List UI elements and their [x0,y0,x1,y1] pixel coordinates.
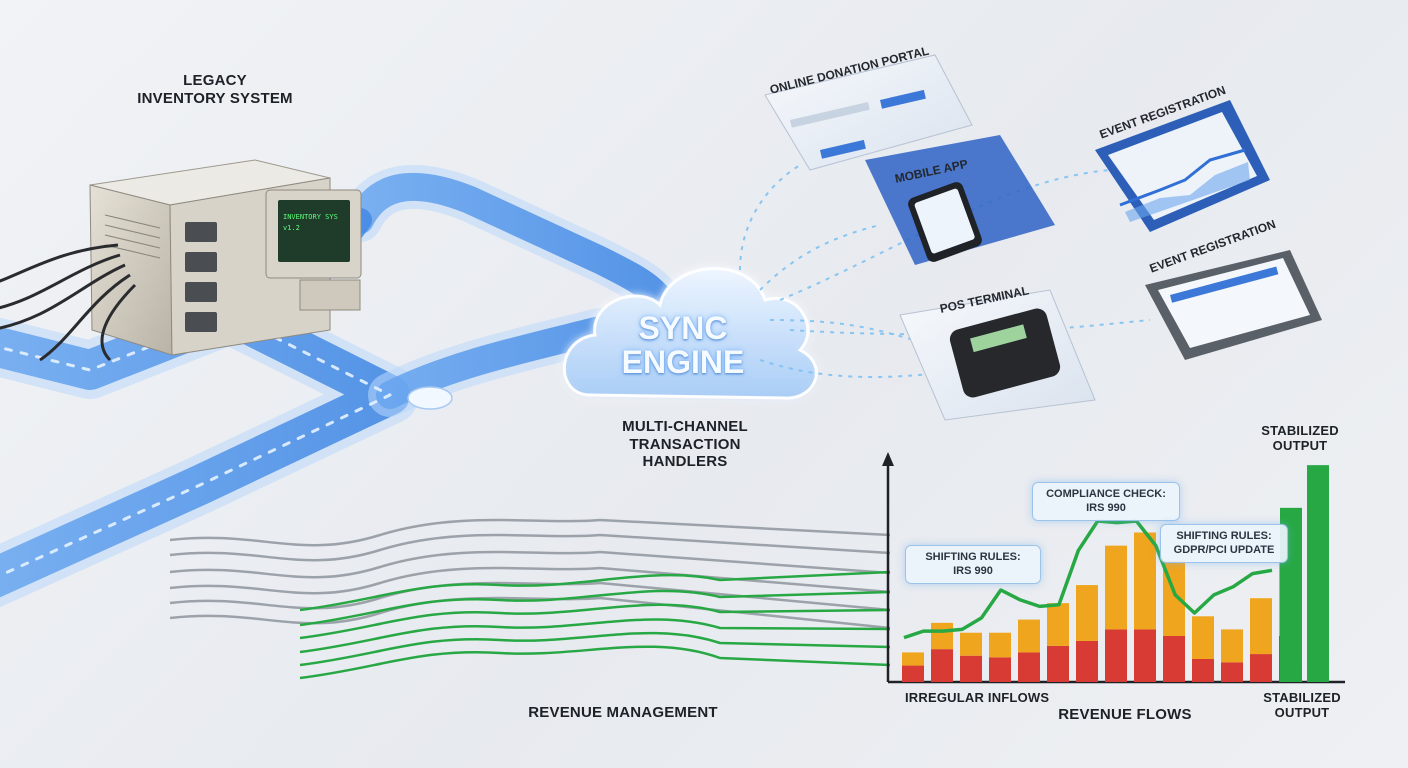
multi-label-line3: Handlers [642,453,728,471]
bar-red-7 [1076,640,1098,682]
channel-mobile-app [865,135,1055,265]
channel-event-registration-top [1095,100,1270,232]
sync-engine-label: SYNC ENGINE [588,310,778,380]
gray-revenue-line-2 [169,533,891,562]
multi-label-line2: Transaction [629,435,741,453]
conduit-highlight [0,313,392,578]
revenue-chart [882,452,1345,684]
stabilized-bar-2 [1307,465,1329,682]
sync-engine-cloud [562,267,818,400]
callout-shifting-gdpr-line2: GDPR/PCI Update [1173,544,1275,557]
bar-orange-3 [960,632,982,656]
chart-trend-line [903,519,1273,640]
bar-orange-5 [1018,619,1040,653]
bar-red-10 [1163,636,1185,682]
bar-red-4 [989,657,1011,682]
data-packet [407,386,453,410]
bar-red-6 [1047,645,1069,682]
multi-channel-label: Multi-Channel Transaction Handlers [585,418,785,471]
bar-red-9 [1134,629,1156,682]
server-cables [0,243,137,362]
callout-shifting-irs-line2: IRS 990 [953,565,993,578]
stabilized-bottom-line1: Stabilized [1263,690,1341,705]
terminal-line1: INVENTORY SYS [283,213,338,221]
revenue-management-label: Revenue Management [528,704,718,721]
terminal-screen-text: INVENTORY SYS v1.2 [283,212,349,234]
stabilized-top-line2: Output [1272,438,1328,454]
bar-orange-8 [1105,545,1127,630]
bar-orange-6 [1047,603,1069,646]
channel-flows [739,164,1151,378]
green-revenue-line-3 [299,603,891,640]
bar-orange-13 [1250,598,1272,655]
stabilized-output-top-label: Stabilized Output [1250,423,1350,454]
bar-red-11 [1192,659,1214,682]
bar-red-8 [1105,629,1127,682]
data-conduits [0,164,682,607]
gray-revenue-line-4 [169,566,891,595]
green-revenue-line-6 [299,645,891,680]
terminal-line2: v1.2 [283,224,300,233]
legacy-label-line1: Legacy [183,72,247,89]
bar-orange-9 [1134,532,1156,630]
bar-red-2 [931,649,953,682]
callout-shifting-gdpr-line1: Shifting Rules: [1176,530,1272,542]
legacy-label-line2: Inventory System [137,89,293,107]
bar-orange-4 [989,632,1011,658]
stabilized-output-bottom-label: Stabilized Output [1252,690,1352,721]
stabilized-top-line1: Stabilized [1261,423,1339,438]
green-revenue-line-5 [299,631,891,667]
callout-compliance-line1: Compliance Check: [1046,488,1166,500]
green-revenue-line-4 [299,618,891,654]
callout-shifting-irs: Shifting Rules: IRS 990 [905,545,1041,584]
chart-stabilized-bars [1280,465,1329,682]
callout-compliance: Compliance Check: IRS 990 [1032,482,1180,521]
terminal-monitor [265,189,362,311]
bar-red-12 [1221,662,1243,682]
gray-revenue-line-5 [169,581,891,612]
revenue-lines [169,518,891,680]
bar-red-5 [1018,652,1040,682]
conduit-loop [346,172,674,409]
legacy-server [0,159,362,362]
bar-red-1 [902,665,924,682]
sync-label-line2: ENGINE [621,343,745,380]
legacy-system-label: Legacy Inventory System [120,72,310,107]
sync-label-line1: SYNC [638,310,728,346]
green-revenue-line-1 [299,570,891,612]
channel-event-registration-bottom [1145,250,1322,360]
irregular-inflows-label: Irregular Inflows [905,690,1050,705]
gray-revenue-line-1 [169,518,891,547]
callout-shifting-irs-line1: Shifting Rules: [925,551,1021,563]
callout-compliance-line2: IRS 990 [1086,502,1126,515]
callout-shifting-gdpr: Shifting Rules: GDPR/PCI Update [1160,524,1288,563]
green-revenue-line-2 [299,589,891,627]
bar-orange-11 [1192,616,1214,659]
bar-orange-2 [931,622,953,650]
bar-red-3 [960,655,982,682]
multi-label-line1: Multi-Channel [622,418,748,435]
revenue-flows-label: Revenue Flows [1058,706,1192,723]
server-vents [104,214,161,259]
server-drive-bays [185,222,217,332]
chart-y-arrow [882,452,894,466]
bar-red-13 [1250,654,1272,682]
gray-revenue-line-3 [169,550,891,579]
bar-orange-7 [1076,585,1098,641]
channel-online-donation [764,54,973,171]
bar-orange-1 [902,652,924,666]
stabilized-bottom-line2: Output [1274,705,1330,721]
channel-pos-terminal [899,289,1096,421]
bar-orange-12 [1221,629,1243,663]
